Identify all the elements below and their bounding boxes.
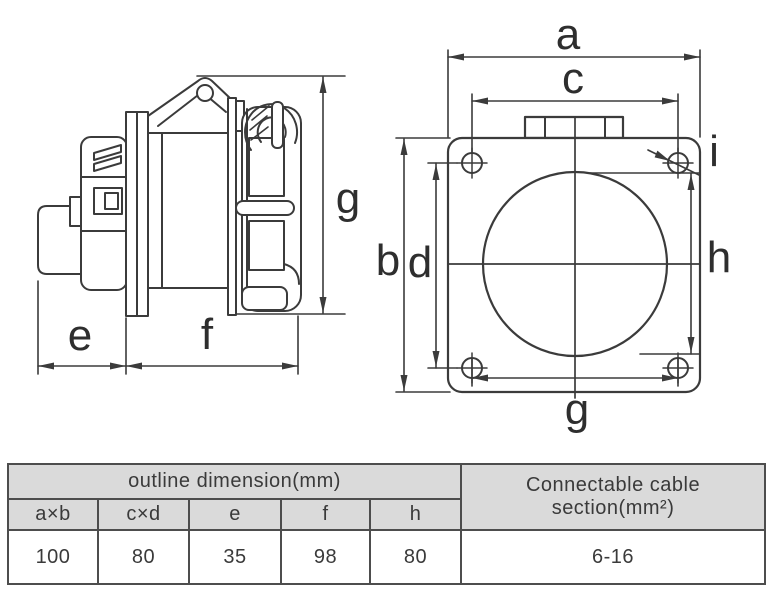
spring-curl [244, 103, 298, 151]
cap-upper-window [248, 137, 285, 197]
col-header-axb: a×b [7, 498, 99, 531]
latch-band [235, 200, 295, 216]
spring-pin [271, 101, 284, 149]
top-tab [523, 115, 625, 140]
value-e: 35 [188, 529, 282, 585]
dim-label-e: e [68, 311, 92, 360]
value-cxd: 80 [97, 529, 190, 585]
dim-label-i: i [709, 127, 719, 176]
col-header-h: h [368, 498, 463, 531]
col-header-f: f [280, 498, 371, 531]
side-view-dimension-lines [37, 75, 346, 375]
value-f: 98 [280, 529, 371, 585]
dim-label-c: c [562, 54, 584, 103]
main-body-outline [147, 132, 229, 289]
socket-opening-circle [481, 170, 669, 358]
body-detail-window [93, 187, 123, 215]
value-axb: 100 [7, 529, 99, 585]
cable-section-header: Connectable cable section(mm²) [460, 463, 767, 531]
table-header-row: outline dimension(mm) Connectable cable … [6, 463, 767, 531]
face-plate [227, 97, 237, 316]
vent-slot [93, 155, 122, 172]
col-header-e: e [188, 498, 282, 531]
table-value-row: 100 80 35 98 80 6-16 [7, 529, 767, 585]
dim-label-d: d [408, 238, 432, 287]
dim-label-f: f [201, 310, 214, 359]
side-view-drawing [37, 75, 346, 375]
dim-label-h: h [707, 233, 731, 282]
mounting-plate-outline [446, 136, 702, 394]
vent-slot [93, 144, 122, 161]
dim-label-a: a [556, 10, 581, 59]
dimension-drawings: g e f [37, 10, 731, 434]
front-view-dimension-lines [395, 49, 701, 393]
dim-label-g-front: g [565, 385, 589, 434]
dim-label-b: b [376, 236, 400, 285]
value-cable-section: 6-16 [460, 529, 767, 585]
table-subheader-row: a×b c×d e f h [7, 498, 765, 531]
front-view-arrowheads [400, 53, 700, 391]
dimension-table: outline dimension(mm) Connectable cable … [6, 463, 767, 585]
col-header-cxd: c×d [97, 498, 190, 531]
bottom-latch [241, 286, 288, 311]
value-h: 80 [368, 529, 463, 585]
outline-dimension-header: outline dimension(mm) [6, 463, 463, 500]
side-view-arrowheads [38, 77, 327, 370]
dim-label-g-side: g [336, 174, 360, 223]
front-view-drawing [395, 49, 702, 399]
cap-lower-window [248, 220, 285, 271]
hinge-pin-hole [196, 84, 214, 102]
